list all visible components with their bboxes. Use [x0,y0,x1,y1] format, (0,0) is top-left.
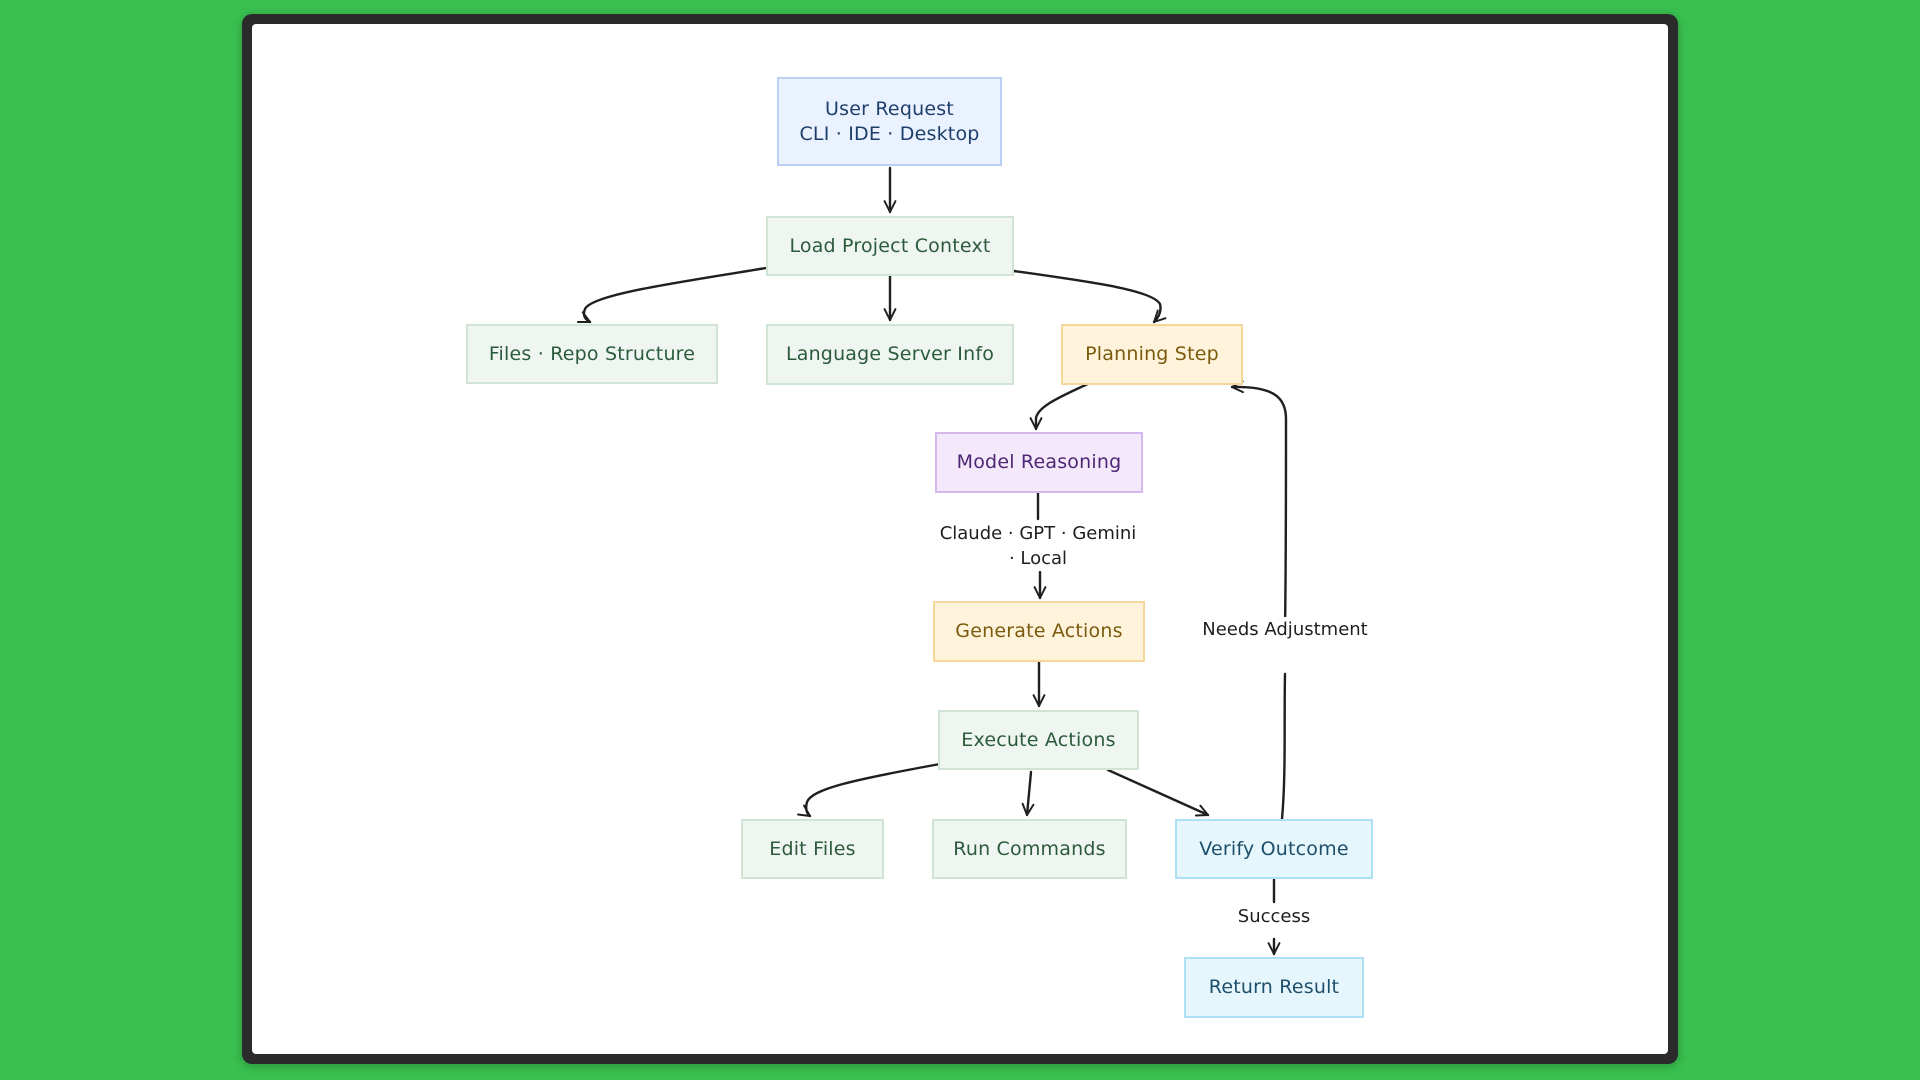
planning-step-node[interactable]: Planning Step [1061,324,1243,385]
success-edge-label: Success [1229,904,1319,929]
load-project-context-node[interactable]: Load Project Context [766,216,1014,276]
diagram-edges [576,166,1288,956]
user-request-node[interactable]: User Request CLI · IDE · Desktop [777,77,1002,166]
run-commands-node[interactable]: Run Commands [932,819,1127,879]
edge-execute-to-edit [797,762,942,818]
needs-adjustment-edge-label: Needs Adjustment [1190,617,1380,642]
load-project-context-label: Load Project Context [789,234,991,257]
model-reasoning-label: Model Reasoning [956,451,1122,473]
files-repo-structure-label: Files · Repo Structure [488,342,696,365]
edit-files-label: Edit Files [769,837,856,860]
return-result-label: Return Result [1208,976,1340,998]
run-commands-label: Run Commands [953,837,1106,860]
edge-execute-to-run [1021,770,1035,817]
models-edge-label: Claude · GPT · Gemini · Local [930,521,1146,571]
generate-actions-node[interactable]: Generate Actions [933,601,1145,662]
edge-execute-to-verify [1106,768,1210,817]
language-server-info-node[interactable]: Language Server Info [766,324,1014,385]
verify-outcome-label: Verify Outcome [1199,837,1349,860]
generate-actions-label: Generate Actions [955,620,1123,642]
edge-context-to-planning [1012,269,1167,324]
edge-context-to-files [576,266,768,324]
verify-outcome-node[interactable]: Verify Outcome [1175,819,1373,879]
diagram-canvas: User Request CLI · IDE · Desktop Load Pr… [252,24,1668,1054]
edge-verify-to-planning-top [1230,380,1288,631]
edge-verify-to-planning-bottom [1280,672,1287,821]
files-repo-structure-node[interactable]: Files · Repo Structure [466,324,718,384]
edit-files-node[interactable]: Edit Files [741,819,884,879]
return-result-node[interactable]: Return Result [1184,957,1364,1018]
execute-actions-label: Execute Actions [961,728,1116,751]
execute-actions-node[interactable]: Execute Actions [938,710,1139,770]
language-server-info-label: Language Server Info [785,343,995,365]
edge-planning-to-reasoning [1029,381,1092,431]
model-reasoning-node[interactable]: Model Reasoning [935,432,1143,493]
user-request-label: User Request CLI · IDE · Desktop [799,97,980,145]
planning-step-label: Planning Step [1085,343,1219,365]
